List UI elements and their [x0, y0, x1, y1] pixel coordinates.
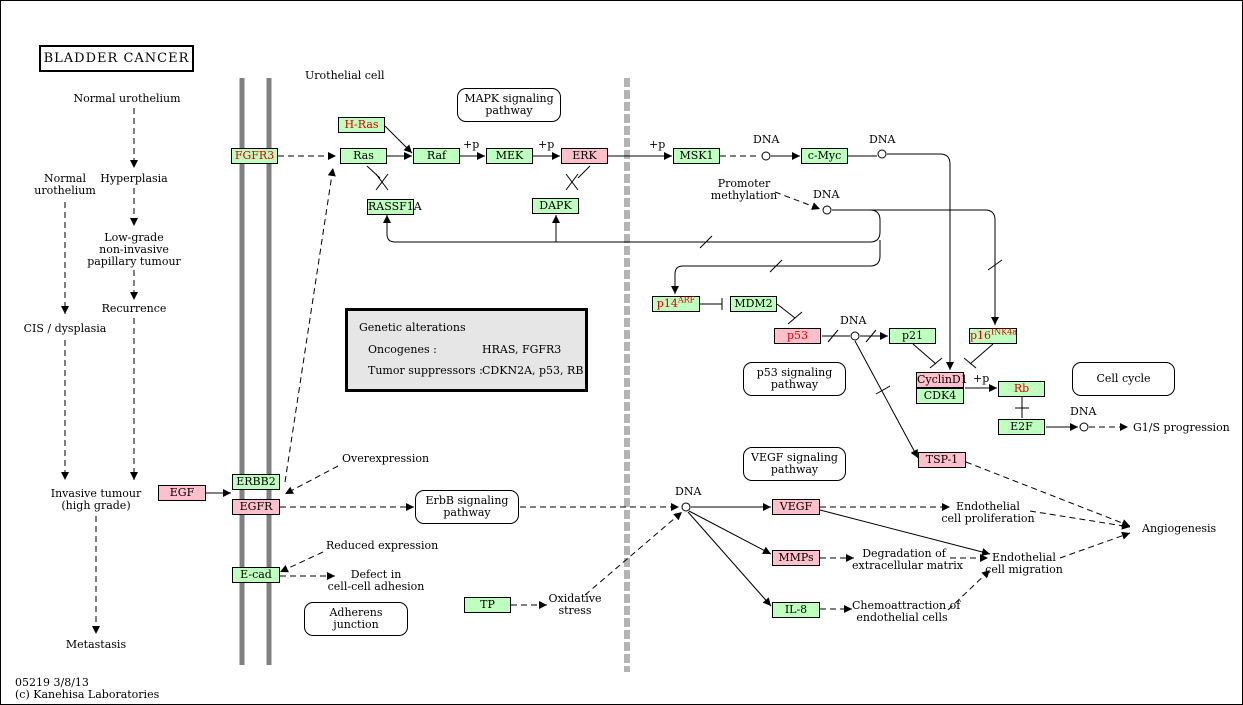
legend-oncogenes-value: HRAS, FGFR3 [482, 343, 562, 356]
recurrence-label: Recurrence [101, 302, 167, 315]
gene-msk1[interactable]: MSK1 [673, 148, 720, 164]
normal-urothelium-label: Normal urothelium [73, 92, 181, 105]
dna-node [681, 502, 691, 512]
cis-label: CIS / dysplasia [23, 322, 107, 335]
dna-node [761, 151, 771, 161]
gene-erbb2[interactable]: ERBB2 [232, 474, 280, 490]
gene-cyclind1[interactable]: CyclinD1 [916, 372, 968, 388]
dna-label: DNA [1070, 405, 1097, 418]
gene-egf[interactable]: EGF [158, 485, 206, 501]
gene-tp[interactable]: TP [464, 597, 511, 613]
metastasis-label: Metastasis [65, 638, 127, 651]
gene-erk[interactable]: ERK [561, 148, 608, 164]
footer-copyright: (c) Kanehisa Laboratories [15, 688, 160, 701]
reduced-expression-label: Reduced expression [326, 539, 439, 552]
gene-vegf[interactable]: VEGF [772, 499, 820, 515]
gene-dapk[interactable]: DAPK [532, 198, 579, 214]
dna-node [850, 331, 860, 341]
dna-label: DNA [753, 133, 780, 146]
angiogenesis-label: Angiogenesis [1142, 522, 1217, 535]
legend-heading: Genetic alterations [359, 321, 466, 334]
g1s-progression-label: G1/S progression [1133, 421, 1230, 434]
gene-ecad[interactable]: E-cad [232, 567, 280, 583]
gene-ras[interactable]: Ras [340, 148, 387, 164]
legend-suppressors-value: CDKN2A, p53, RB [482, 364, 584, 377]
phosphorylation-label: +p [463, 138, 480, 151]
footer-id-date: 05219 3/8/13 [15, 676, 89, 689]
urothelial-cell-label: Urothelial cell [305, 69, 385, 82]
dna-label: DNA [869, 133, 896, 146]
gene-raf[interactable]: Raf [413, 148, 460, 164]
legend-suppressors-label: Tumor suppressors : [368, 364, 483, 377]
gene-p14arf[interactable]: p14ARF [652, 296, 700, 312]
genetic-alterations-legend: Genetic alterations Oncogenes : HRAS, FG… [345, 308, 588, 392]
gene-mmps[interactable]: MMPs [772, 550, 820, 566]
hyperplasia-label: Hyperplasia [100, 172, 168, 185]
phosphorylation-label: +p [973, 372, 990, 385]
gene-il8[interactable]: IL-8 [772, 602, 820, 618]
dna-label: DNA [840, 314, 867, 327]
gene-hras[interactable]: H-Ras [338, 117, 385, 133]
pathway-cell-cycle[interactable]: Cell cycle [1072, 362, 1175, 396]
gene-rb[interactable]: Rb [998, 381, 1045, 397]
gene-fgfr3[interactable]: FGFR3 [231, 148, 278, 164]
overexpression-label: Overexpression [342, 452, 430, 465]
gene-p53[interactable]: p53 [774, 328, 821, 344]
gene-egfr[interactable]: EGFR [232, 499, 280, 515]
gene-mek[interactable]: MEK [486, 148, 533, 164]
phosphorylation-label: +p [538, 138, 555, 151]
phosphorylation-label: +p [649, 138, 666, 151]
dna-node [877, 149, 887, 159]
dna-node [822, 205, 832, 215]
gene-mdm2[interactable]: MDM2 [730, 296, 777, 312]
dna-node [1079, 422, 1089, 432]
dna-label: DNA [675, 485, 702, 498]
gene-p16ink4a[interactable]: p16INK4a [969, 327, 1018, 344]
invasive-label: Invasive tumour(high grade) [50, 487, 142, 512]
gene-cmyc[interactable]: c-Myc [801, 148, 848, 164]
gene-e2f[interactable]: E2F [998, 419, 1045, 435]
legend-oncogenes-label: Oncogenes : [368, 343, 437, 356]
gene-p21[interactable]: p21 [889, 328, 936, 344]
gene-cdk4[interactable]: CDK4 [916, 388, 964, 404]
dna-label: DNA [813, 188, 840, 201]
gene-tsp1[interactable]: TSP-1 [918, 452, 966, 468]
gene-rassf1a[interactable]: RASSF1A [367, 199, 422, 215]
diagram-title: BLADDER CANCER [39, 45, 194, 72]
